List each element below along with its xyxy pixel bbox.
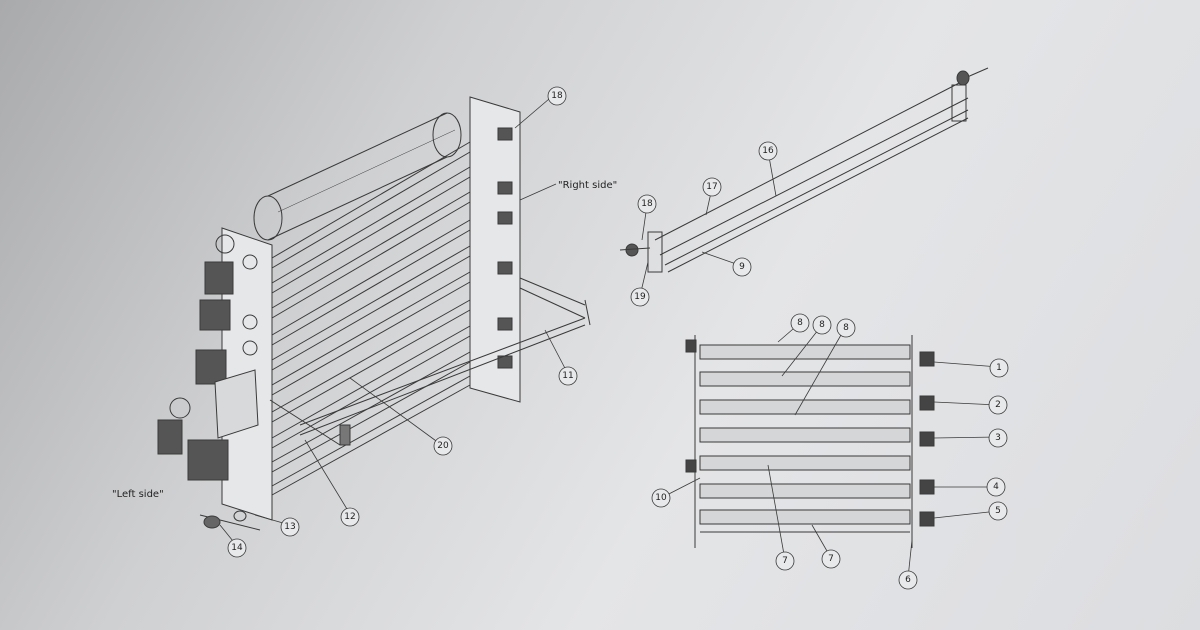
right-side-note: "Right side" (558, 180, 617, 191)
feed-roll (253, 112, 462, 241)
callout-14: 14 (231, 543, 243, 553)
base-feet (199, 510, 261, 531)
callout-7-a: 7 (782, 556, 788, 566)
callout-18-right: 18 (641, 199, 653, 209)
callout-circles (227, 86, 1009, 590)
callout-13: 13 (284, 522, 295, 532)
roller-assembly-top-view (685, 335, 935, 548)
roller-set (271, 141, 471, 496)
callout-8-c: 8 (843, 323, 849, 333)
callout-7-b: 7 (828, 554, 834, 564)
left-side-note: "Left side" (112, 489, 164, 500)
shaft-assembly (619, 67, 989, 273)
callout-8-b: 8 (819, 320, 825, 330)
callout-18-left: 18 (551, 91, 563, 101)
callout-12: 12 (344, 512, 355, 522)
callout-17: 17 (706, 182, 717, 192)
callout-5: 5 (995, 506, 1001, 516)
callout-11: 11 (562, 371, 573, 381)
callout-10: 10 (655, 493, 667, 503)
callout-1: 1 (996, 363, 1002, 373)
right-plate-brackets (497, 127, 513, 369)
callout-16: 16 (762, 146, 774, 156)
callout-6: 6 (905, 575, 911, 585)
callout-2: 2 (995, 400, 1001, 410)
control-box (214, 369, 259, 439)
callout-3: 3 (995, 433, 1001, 443)
callout-8-a: 8 (797, 318, 803, 328)
leader-lines (219, 98, 1000, 579)
callout-9: 9 (739, 262, 745, 272)
callout-20: 20 (437, 441, 449, 451)
drive-units (157, 234, 258, 481)
outrigger-frame (269, 277, 591, 446)
left-machine-assembly (157, 96, 591, 531)
callout-19: 19 (634, 292, 646, 302)
callout-4: 4 (993, 482, 999, 492)
